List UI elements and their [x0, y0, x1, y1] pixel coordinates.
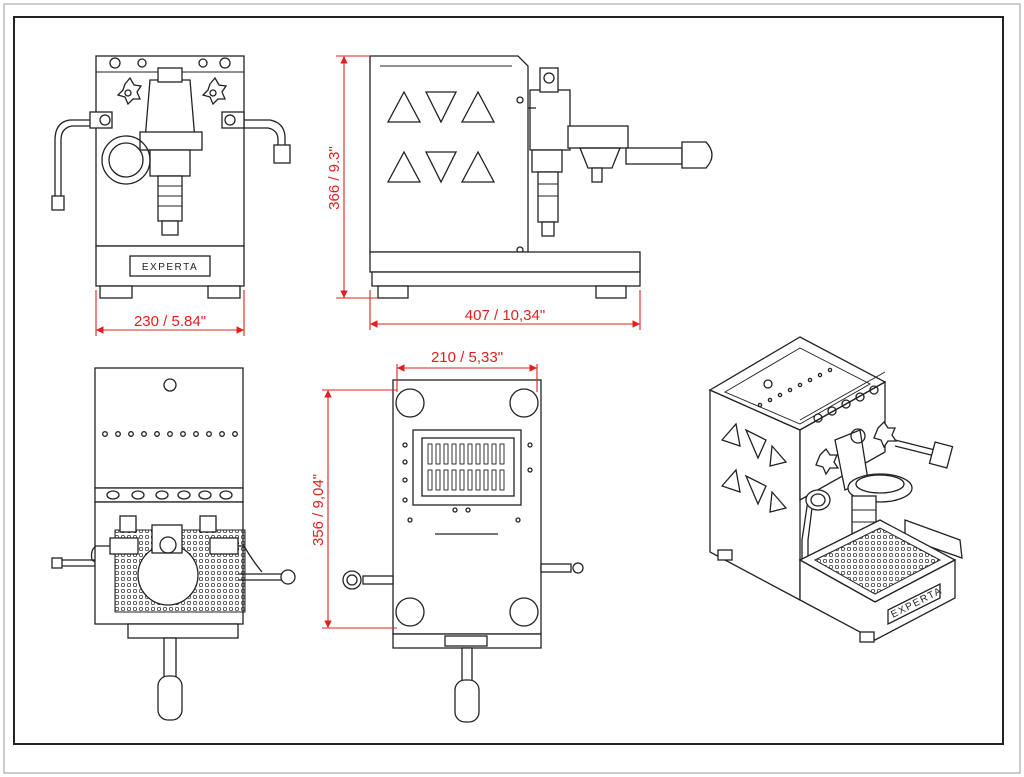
bottom-depth-label: 356 / 9,04" [310, 474, 327, 546]
side-height-label: 366 / 9.3" [326, 146, 343, 210]
front-width-dimension: 230 / 5.84" [95, 290, 245, 336]
isometric-view: EXPERTA [708, 336, 963, 643]
outer-frame [3, 3, 1021, 774]
side-view [369, 55, 713, 299]
front-view: EXPERTA [51, 55, 291, 299]
bottom-view [342, 379, 584, 723]
top-view [51, 367, 296, 721]
side-depth-label: 407 / 10,34" [465, 307, 545, 324]
bottom-width-label: 210 / 5,33" [431, 349, 503, 366]
front-width-label: 230 / 5.84" [134, 313, 206, 330]
bottom-width-dimension: 210 / 5,33" [396, 349, 538, 392]
vent-slots [427, 443, 505, 491]
front-brand-logo: EXPERTA [142, 262, 198, 273]
iso-drip-grid [813, 527, 942, 595]
inner-frame [13, 16, 1004, 745]
bottom-depth-dimension: 356 / 9,04" [310, 389, 397, 629]
side-depth-dimension: 407 / 10,34" [369, 290, 641, 330]
vent-holes-row [102, 431, 238, 437]
iso-vent-holes [757, 367, 833, 408]
side-height-dimension: 366 / 9.3" [326, 55, 378, 299]
